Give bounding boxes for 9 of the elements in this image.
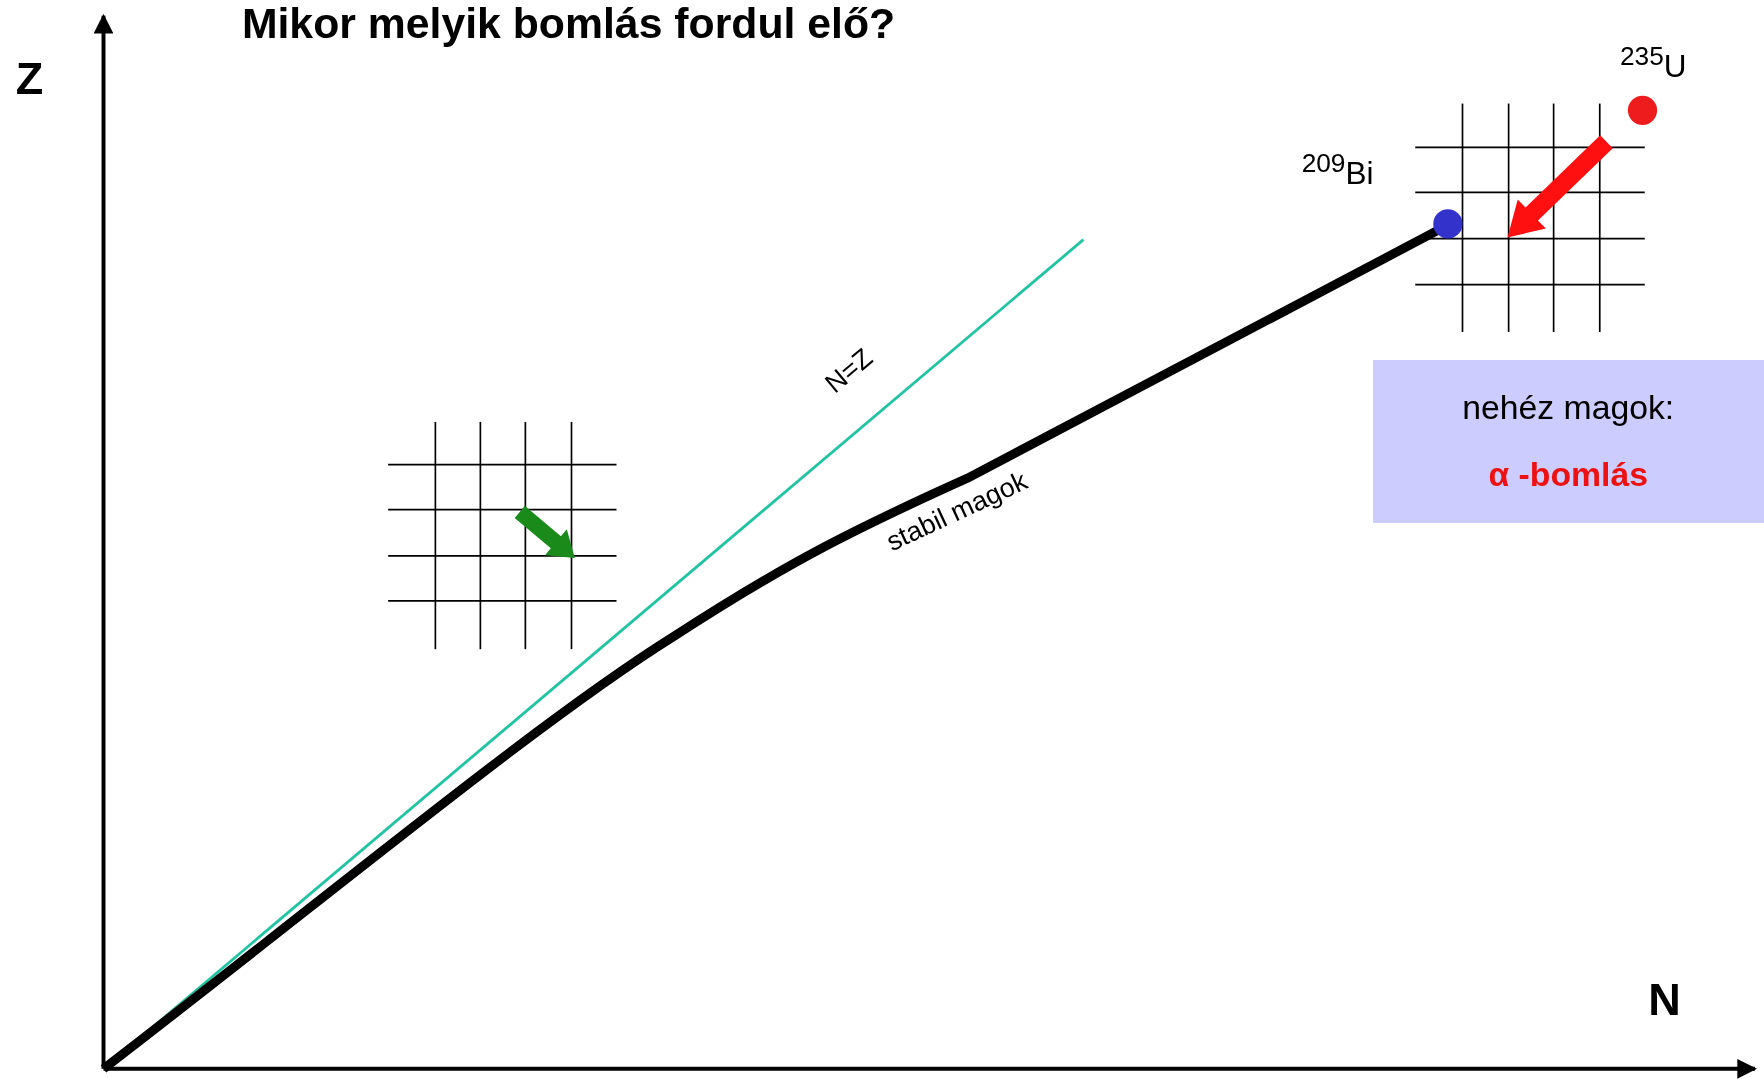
info-box — [1372, 360, 1764, 524]
axis-label: Z — [15, 56, 44, 102]
line-label: N=Z — [820, 344, 878, 399]
isotope-label: $^{209}$Bi — [1301, 149, 1374, 189]
decay-label: α -bomlás — [1488, 458, 1648, 493]
box-heading: nehéz magok: — [1462, 390, 1675, 425]
axis-label: N — [1648, 976, 1681, 1022]
chart-title: Mikor melyik bomlás fordul elő? — [241, 2, 896, 45]
isotope-label: $^{235}$U — [1620, 42, 1687, 82]
